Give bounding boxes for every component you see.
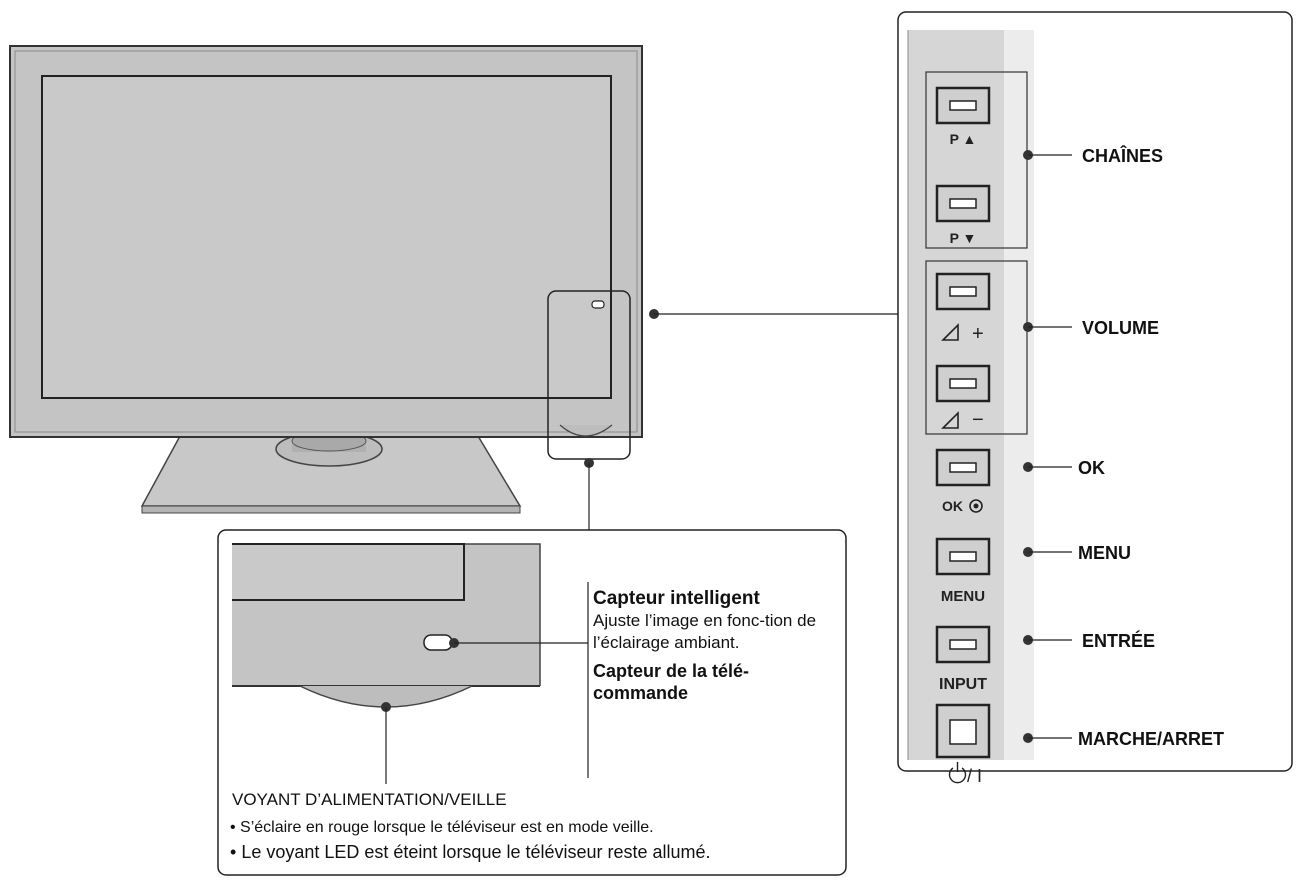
label-menu: MENU [941,588,985,605]
led-title: VOYANT D’ALIMENTATION/VEILLE [232,790,507,809]
led-bullet: S’éclaire en rouge lorsque le téléviseur… [230,815,711,840]
button-ok[interactable] [935,448,991,487]
control-panel-box [897,11,1293,772]
sensor-title: Capteur intelligent [593,588,760,609]
button-input[interactable] [935,625,991,664]
volume-wedge-icon [941,411,959,429]
sensor-detail-connector [584,458,594,530]
callout-chaines: CHAÎNES [1082,146,1164,166]
callout-menu: MENU [1078,543,1131,563]
callout-ok: OK [1078,458,1105,478]
callout-entree: ENTRÉE [1082,631,1156,651]
tv-sensor-bump [559,300,613,437]
label-ok: OK [942,498,963,514]
label-vol-down: − [972,409,984,431]
ok-ring-icon [969,499,983,513]
led-bullets: S’éclaire en rouge lorsque le téléviseur… [230,815,711,865]
tv-screen-area [41,75,612,399]
label-p-up: P ▲ [950,131,977,147]
button-volume-down[interactable] [935,364,991,403]
sensor-detail-box [217,529,847,876]
led-bullet: Le voyant LED est éteint lorsque le télé… [230,840,710,865]
sensor-body: Ajuste l’image en fonc-tion de l’éclaira… [593,611,817,652]
remote-sensor-title: Capteur de la télé-commande [593,661,750,703]
tv-stand [140,430,522,514]
tv-side-connector [649,309,908,319]
sensor-description: Capteur intelligent Ajuste l’image en fo… [593,588,823,704]
button-volume-up[interactable] [935,272,991,311]
power-icon [948,762,967,784]
label-p-down: P ▼ [950,230,977,246]
label-input: INPUT [939,676,987,693]
callout-marche-arret: MARCHE/ARRET [1078,729,1224,749]
button-channel-down[interactable] [935,184,991,223]
volume-wedge-icon [941,323,959,341]
callout-volume: VOLUME [1082,318,1160,338]
button-channel-up[interactable] [935,86,991,125]
callout-leaders [1023,150,1072,743]
button-menu[interactable] [935,537,991,576]
button-power[interactable] [935,703,991,759]
label-power: / I [967,766,982,786]
label-vol-up: + [972,323,984,345]
